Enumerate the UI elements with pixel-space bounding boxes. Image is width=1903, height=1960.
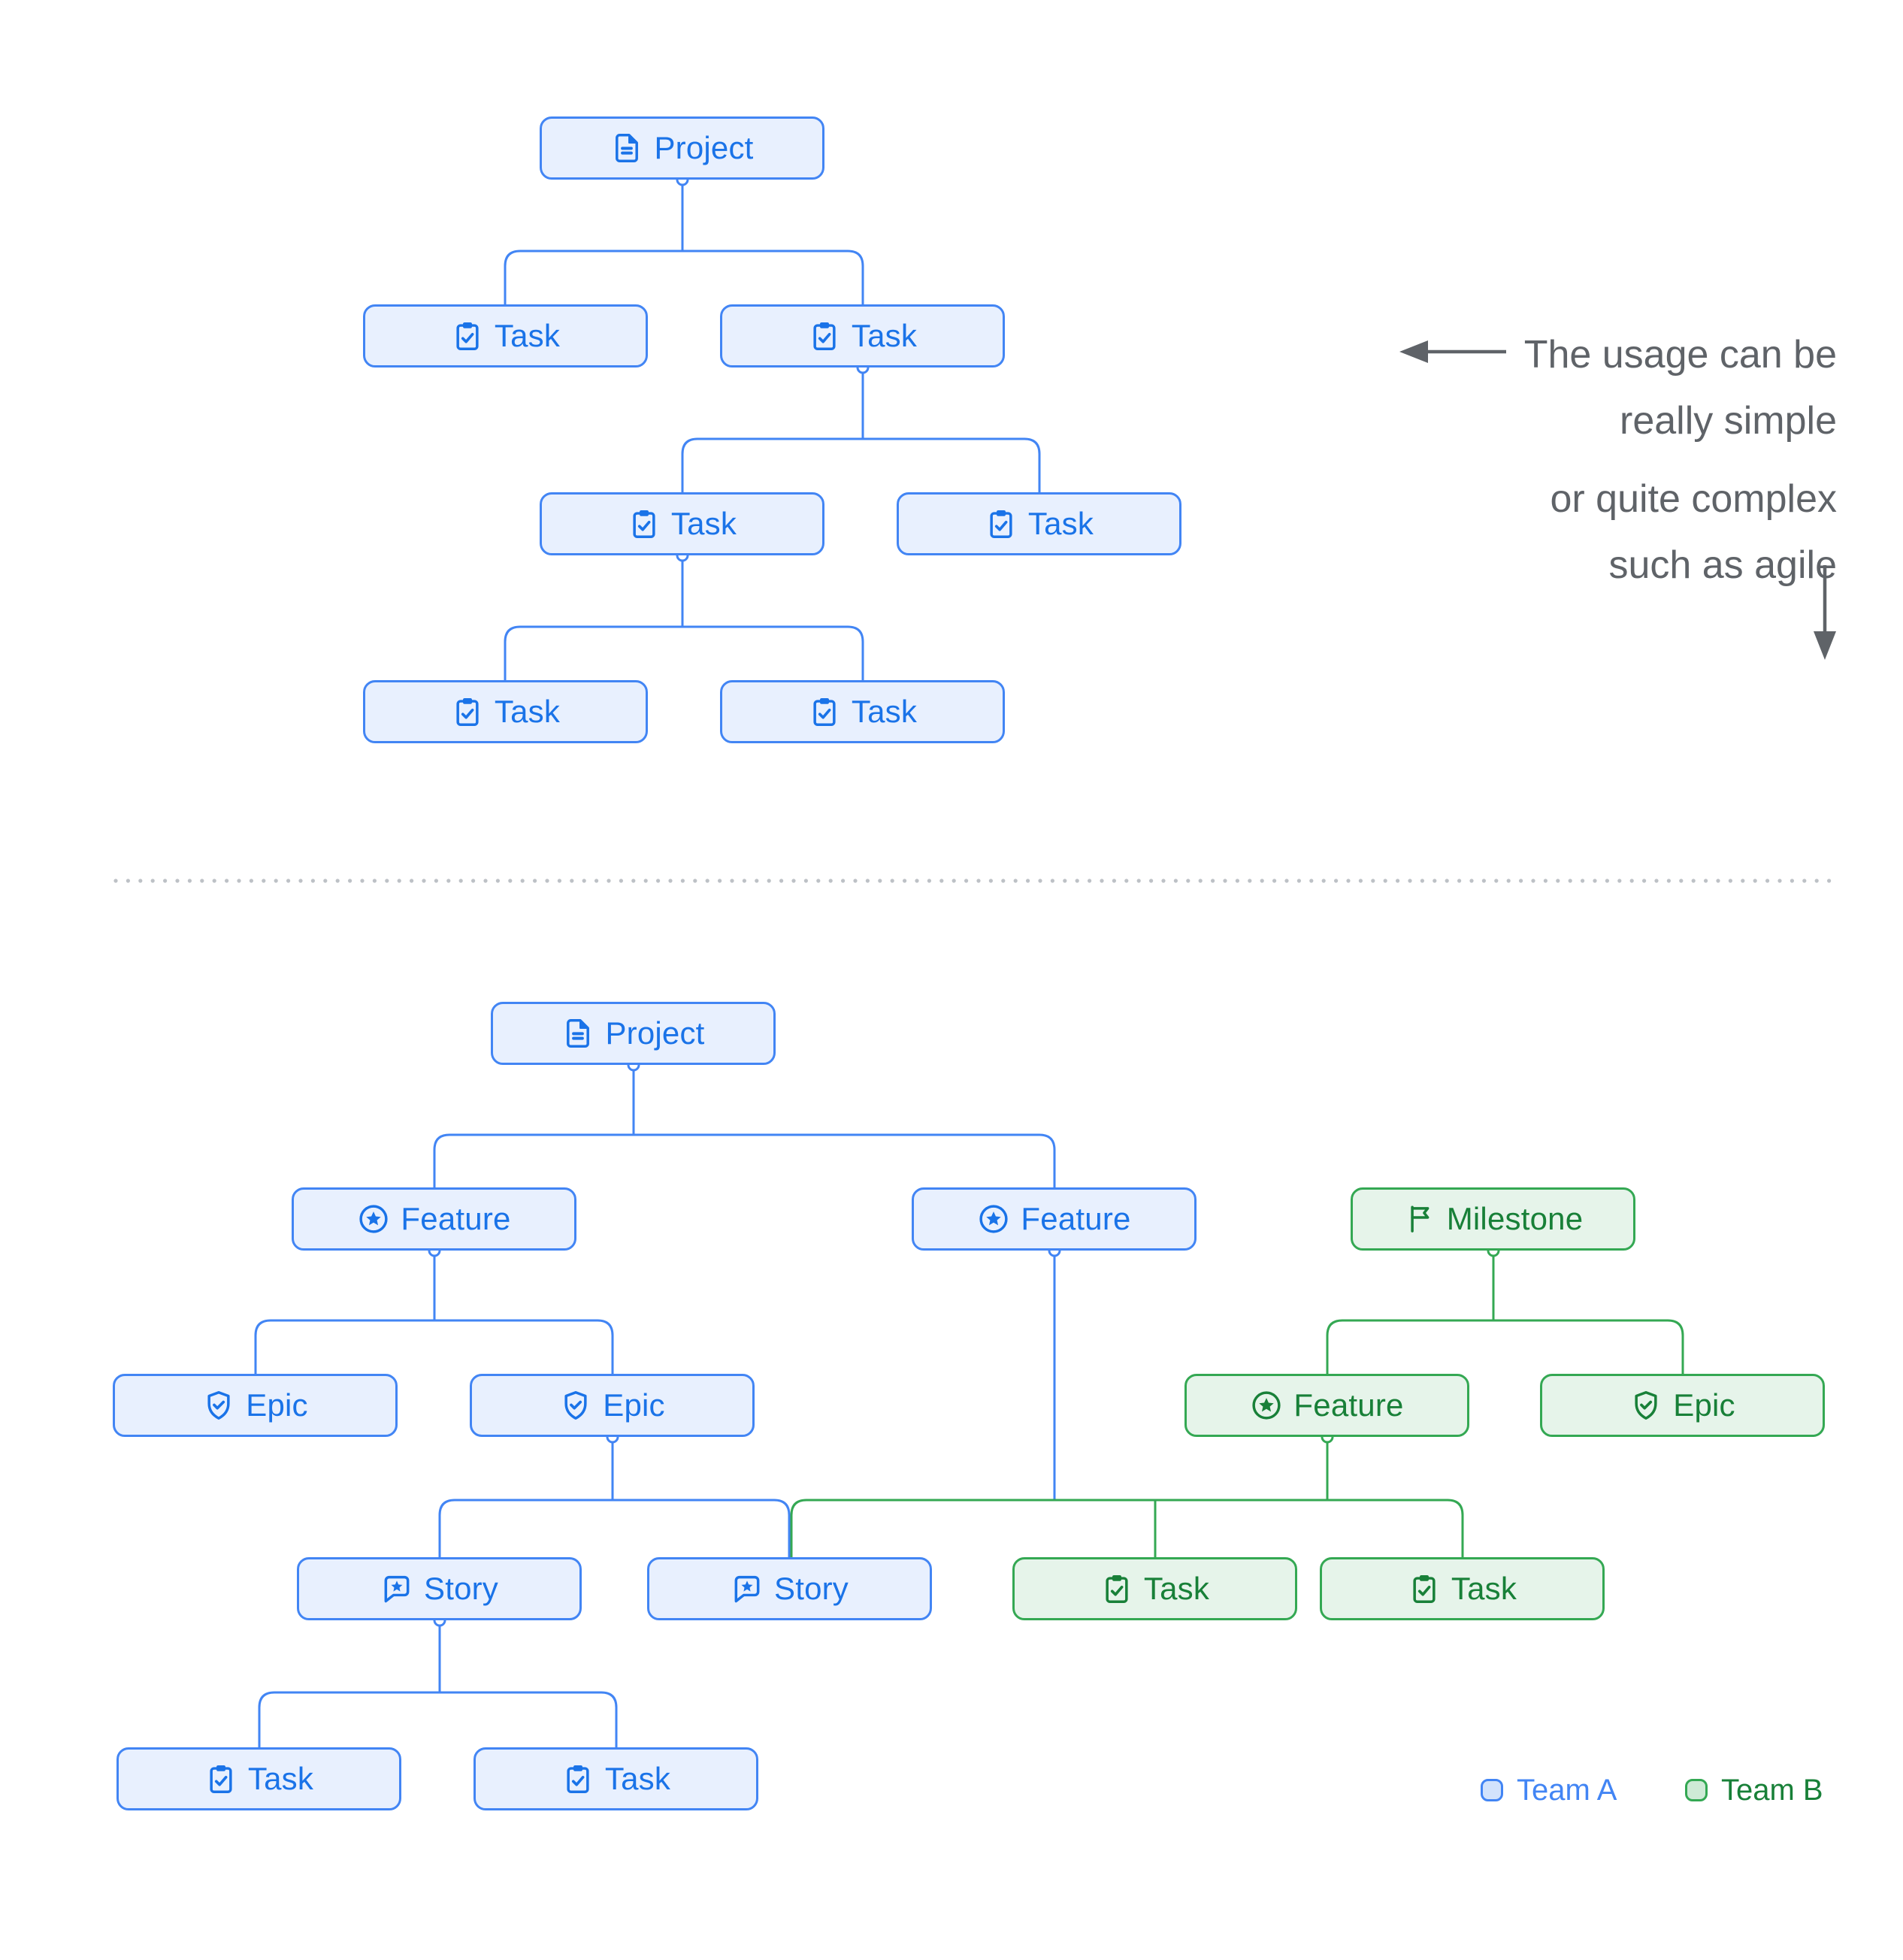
team-a-swatch-icon	[1481, 1779, 1503, 1801]
node-label: Task	[1143, 1571, 1210, 1606]
node-label: Feature	[1021, 1201, 1131, 1236]
section-divider	[113, 879, 1836, 883]
shield-check-icon	[202, 1389, 235, 1422]
connector-complex-green-rail	[790, 1499, 1464, 1557]
node-feature-1: Feature	[292, 1187, 576, 1251]
connector-complex-milestone-rail	[1326, 1319, 1684, 1374]
clipboard-check-icon	[985, 507, 1018, 540]
clipboard-check-icon	[451, 319, 484, 352]
connector-complex-epics-rail	[254, 1319, 614, 1374]
legend-team-a: Team A	[1481, 1774, 1617, 1807]
node-task-i: Task	[116, 1747, 401, 1810]
node-label: Project	[605, 1015, 705, 1051]
team-a-connectors	[254, 185, 1056, 1747]
node-label: Story	[423, 1571, 499, 1606]
node-label: Story	[773, 1571, 849, 1606]
annotation-text: The usage can be really simple or quite …	[1266, 322, 1837, 598]
node-feature-3: Feature	[1184, 1374, 1469, 1437]
node-epic-2: Epic	[470, 1374, 755, 1437]
node-task-j: Task	[473, 1747, 758, 1810]
node-feature-2: Feature	[912, 1187, 1197, 1251]
node-task-3: Task	[540, 492, 824, 555]
node-project-simple: Project	[540, 116, 824, 180]
shield-check-icon	[559, 1389, 592, 1422]
annotation-line: or quite complex	[1550, 477, 1837, 521]
node-task-g: Task	[1012, 1557, 1297, 1620]
node-label: Task	[1027, 506, 1094, 541]
node-label: Epic	[603, 1387, 665, 1423]
node-label: Task	[851, 694, 918, 729]
node-label: Epic	[246, 1387, 308, 1423]
document-icon	[610, 132, 643, 165]
node-task-1: Task	[363, 304, 648, 368]
legend-team-b-label: Team B	[1721, 1773, 1823, 1807]
node-label: Epic	[1673, 1387, 1735, 1423]
annotation-line: such as agile	[1608, 543, 1837, 587]
bubble-star-icon	[380, 1572, 413, 1605]
flag-icon	[1403, 1202, 1436, 1236]
node-epic-1: Epic	[113, 1374, 398, 1437]
star-circle-icon	[977, 1202, 1010, 1236]
node-label: Project	[654, 130, 754, 165]
clipboard-check-icon	[451, 695, 484, 728]
team-b-swatch-icon	[1685, 1779, 1708, 1801]
star-circle-icon	[1250, 1389, 1283, 1422]
team-b-connectors	[790, 1256, 1684, 1557]
clipboard-check-icon	[204, 1762, 237, 1795]
bubble-star-icon	[731, 1572, 764, 1605]
clipboard-check-icon	[808, 695, 841, 728]
node-label: Task	[851, 318, 918, 353]
node-story-2: Story	[647, 1557, 932, 1620]
node-label: Task	[494, 318, 561, 353]
node-milestone: Milestone	[1351, 1187, 1635, 1251]
node-story-1: Story	[297, 1557, 582, 1620]
left-arrow-icon	[1399, 340, 1506, 363]
node-label: Task	[604, 1761, 671, 1796]
node-label: Task	[494, 694, 561, 729]
connector-simple-level1-rail	[504, 250, 864, 304]
connector-complex-stories-rail	[438, 1499, 791, 1557]
legend-team-b: Team B	[1685, 1774, 1823, 1807]
annotation-line: really simple	[1620, 399, 1837, 443]
node-epic-3: Epic	[1540, 1374, 1825, 1437]
node-task-h: Task	[1320, 1557, 1605, 1620]
clipboard-check-icon	[628, 507, 661, 540]
connector-simple-level3-rail	[504, 625, 864, 680]
clipboard-check-icon	[808, 319, 841, 352]
node-task-6: Task	[720, 680, 1005, 743]
clipboard-check-icon	[1408, 1572, 1441, 1605]
document-icon	[561, 1017, 594, 1050]
connector-complex-features-rail	[433, 1133, 1056, 1187]
connector-simple-level2-rail	[681, 437, 1041, 492]
node-task-4: Task	[897, 492, 1181, 555]
node-label: Feature	[1293, 1387, 1404, 1423]
node-label: Task	[670, 506, 737, 541]
node-label: Task	[1451, 1571, 1517, 1606]
node-label: Feature	[401, 1201, 511, 1236]
connector-complex-bottom-tasks-rail	[258, 1691, 618, 1747]
star-circle-icon	[357, 1202, 390, 1236]
node-project-complex: Project	[491, 1002, 776, 1065]
shield-check-icon	[1629, 1389, 1662, 1422]
node-label: Milestone	[1446, 1201, 1584, 1236]
legend-team-a-label: Team A	[1517, 1773, 1617, 1807]
clipboard-check-icon	[561, 1762, 594, 1795]
annotation-line: The usage can be	[1523, 333, 1837, 377]
node-label: Task	[247, 1761, 314, 1796]
clipboard-check-icon	[1100, 1572, 1133, 1605]
node-task-5: Task	[363, 680, 648, 743]
down-arrow-icon	[1814, 565, 1836, 660]
node-task-2: Task	[720, 304, 1005, 368]
